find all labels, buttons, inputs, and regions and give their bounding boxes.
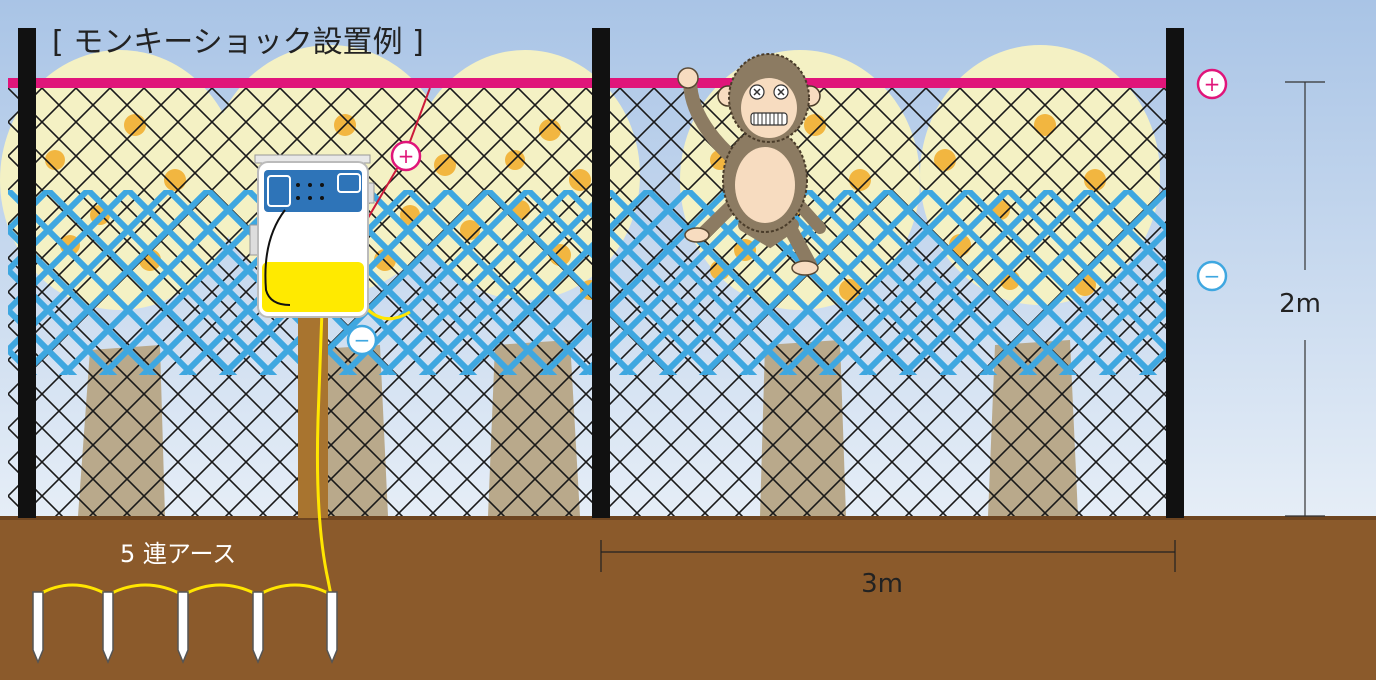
ground [0, 516, 1376, 680]
hot-wire [8, 78, 1168, 88]
controller-stake [298, 312, 328, 518]
height-label: 2m [1279, 289, 1321, 319]
width-dimension: 3m [600, 540, 1176, 599]
svg-text:+: + [398, 144, 415, 168]
height-dimension: 2m [1279, 81, 1325, 517]
five-earth-rods [32, 583, 338, 664]
earth-label: 5 連アース [120, 540, 236, 568]
minus-marker-controller: − [346, 324, 378, 356]
fence-post-left [18, 28, 36, 518]
diagram-title: [ モンキーショック設置例 ] [52, 25, 424, 60]
fence-post-right [1166, 28, 1184, 518]
monkey-shock-controller [249, 154, 375, 318]
plus-marker-controller: + [390, 140, 422, 172]
svg-text:+: + [1204, 72, 1221, 96]
svg-text:−: − [1204, 264, 1221, 288]
fence-post-middle [592, 28, 610, 518]
shocked-monkey [677, 53, 826, 276]
earth-lead-wire [315, 309, 334, 601]
blue-net [8, 190, 1168, 375]
svg-text:−: − [354, 328, 371, 352]
width-label: 3m [861, 569, 903, 599]
plus-marker-hot-wire: + [1196, 68, 1228, 100]
minus-marker-net: − [1196, 260, 1228, 292]
